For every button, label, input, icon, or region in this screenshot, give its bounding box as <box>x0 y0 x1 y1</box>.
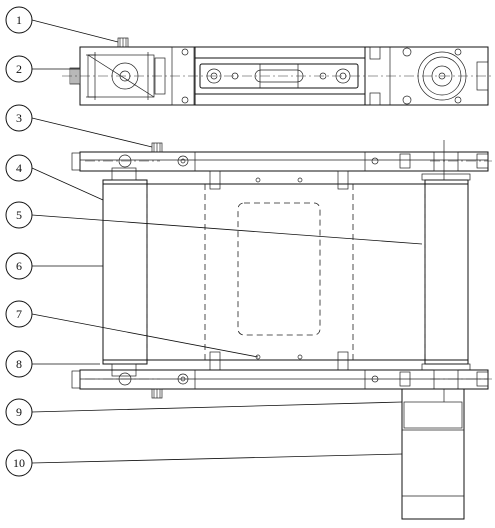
idler-roller <box>102 179 148 365</box>
upper-rail-body <box>79 151 489 172</box>
callout-8: 8 <box>5 350 100 378</box>
callout-circle-1 <box>5 6 33 34</box>
callout-number-3: 3 <box>16 111 22 125</box>
callout-number-1: 1 <box>16 13 22 27</box>
callout-circle-5 <box>5 201 33 229</box>
support-plate <box>237 202 321 336</box>
callout-leader-5 <box>31 214 423 245</box>
callout-number-6: 6 <box>16 259 22 273</box>
callout-2: 2 <box>5 55 80 83</box>
callout-number-4: 4 <box>16 161 22 175</box>
callout-leader-1 <box>31 19 119 43</box>
callout-number-7: 7 <box>16 307 22 321</box>
callout-number-8: 8 <box>16 357 22 371</box>
callout-layer: 1 2 3 4 5 6 7 8 9 10 <box>5 6 423 477</box>
callout-3: 3 <box>5 104 153 148</box>
callout-1: 1 <box>5 6 119 43</box>
drive-motor <box>401 388 465 520</box>
callout-leader-9 <box>31 401 403 413</box>
callout-circle-8 <box>5 350 33 378</box>
callout-9: 9 <box>5 398 403 426</box>
drive-roller <box>424 179 469 365</box>
callout-number-2: 2 <box>16 62 22 76</box>
conveyor-body <box>102 140 471 377</box>
lower-rail <box>71 369 492 399</box>
callout-number-10: 10 <box>13 456 25 470</box>
callout-7: 7 <box>5 300 259 358</box>
motor-housing <box>401 388 465 520</box>
callout-number-9: 9 <box>16 405 22 419</box>
top-view <box>62 37 492 106</box>
callout-circle-3 <box>5 104 33 132</box>
callout-leader-3 <box>31 117 153 148</box>
lower-rail-body <box>79 369 489 390</box>
callout-leader-7 <box>31 313 259 358</box>
callout-6: 6 <box>5 252 103 280</box>
callout-circle-6 <box>5 252 33 280</box>
callout-leader-10 <box>31 453 403 464</box>
callout-leader-4 <box>31 167 104 201</box>
upper-rail <box>71 142 492 172</box>
callout-circle-9 <box>5 398 33 426</box>
callout-number-5: 5 <box>16 208 22 222</box>
callout-circle-7 <box>5 300 33 328</box>
callout-circle-4 <box>5 154 33 182</box>
callout-10: 10 <box>5 449 403 477</box>
callout-5: 5 <box>5 201 423 245</box>
callout-4: 4 <box>5 154 104 201</box>
callout-circle-10 <box>5 449 33 477</box>
callout-circle-2 <box>5 55 33 83</box>
